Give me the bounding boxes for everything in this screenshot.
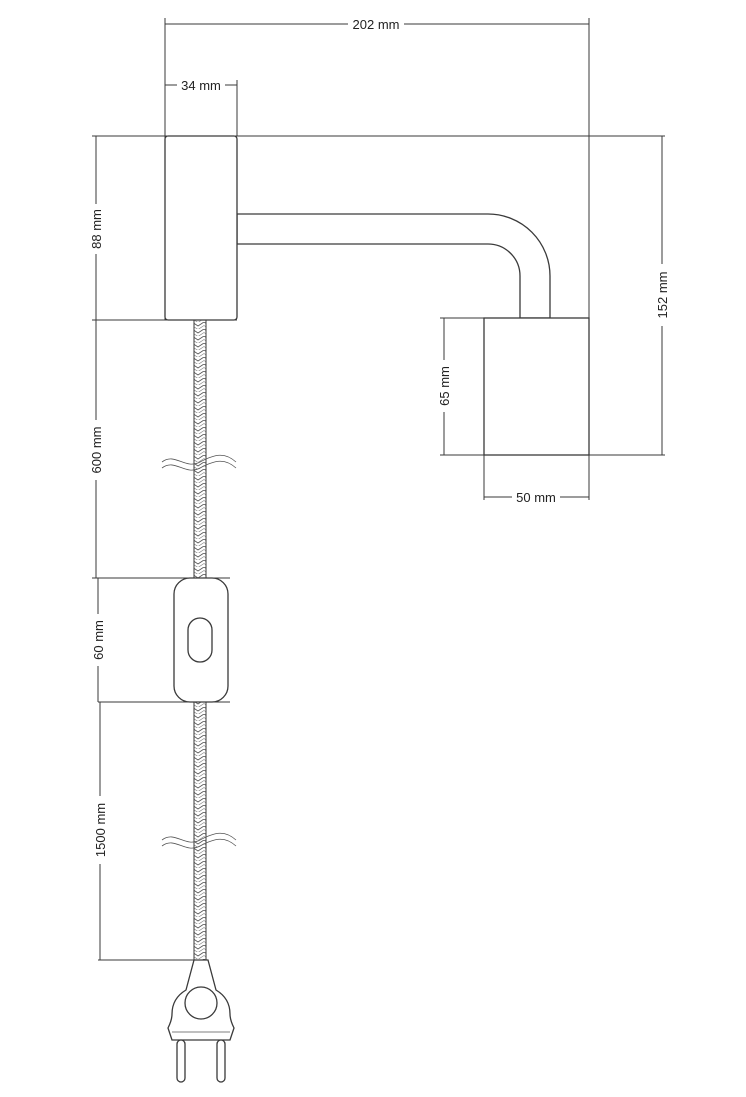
dimension-50mm: 50 mm [484, 488, 589, 506]
cable-segment-lower [193, 701, 207, 963]
plug-pin-left [176, 1039, 186, 1083]
dimension-1500mm: 1500 mm [90, 702, 110, 960]
lamp-arm [236, 213, 551, 319]
dimension-label-65mm: 65 mm [437, 366, 452, 406]
dimension-152mm: 152 mm [652, 136, 672, 455]
dimension-88mm: 88 mm [86, 136, 106, 320]
euro-plug [167, 959, 235, 1083]
dimension-60mm: 60 mm [88, 578, 108, 702]
wall-base [164, 135, 238, 321]
dimension-label-50mm: 50 mm [516, 490, 556, 505]
dimension-label-600mm: 600 mm [89, 427, 104, 474]
dimension-label-88mm: 88 mm [89, 209, 104, 249]
plug-grip [184, 986, 218, 1020]
dimension-label-152mm: 152 mm [655, 272, 670, 319]
plug-pin-right [216, 1039, 226, 1083]
dimension-202mm: 202 mm [165, 14, 589, 32]
dimension-label-34mm: 34 mm [181, 78, 221, 93]
inline-switch [173, 577, 229, 703]
dimension-label-60mm: 60 mm [91, 620, 106, 660]
break-mark-lower [161, 832, 237, 849]
dimension-label-1500mm: 1500 mm [93, 803, 108, 857]
switch-button [187, 617, 213, 663]
dimension-600mm: 600 mm [86, 320, 106, 578]
break-mark-upper [161, 454, 237, 471]
dimension-65mm: 65 mm [434, 318, 454, 455]
lamp-shade [483, 317, 590, 456]
dimension-label-202mm: 202 mm [353, 17, 400, 32]
dimension-34mm: 34 mm [165, 76, 237, 94]
cable-segment-upper [193, 319, 207, 579]
